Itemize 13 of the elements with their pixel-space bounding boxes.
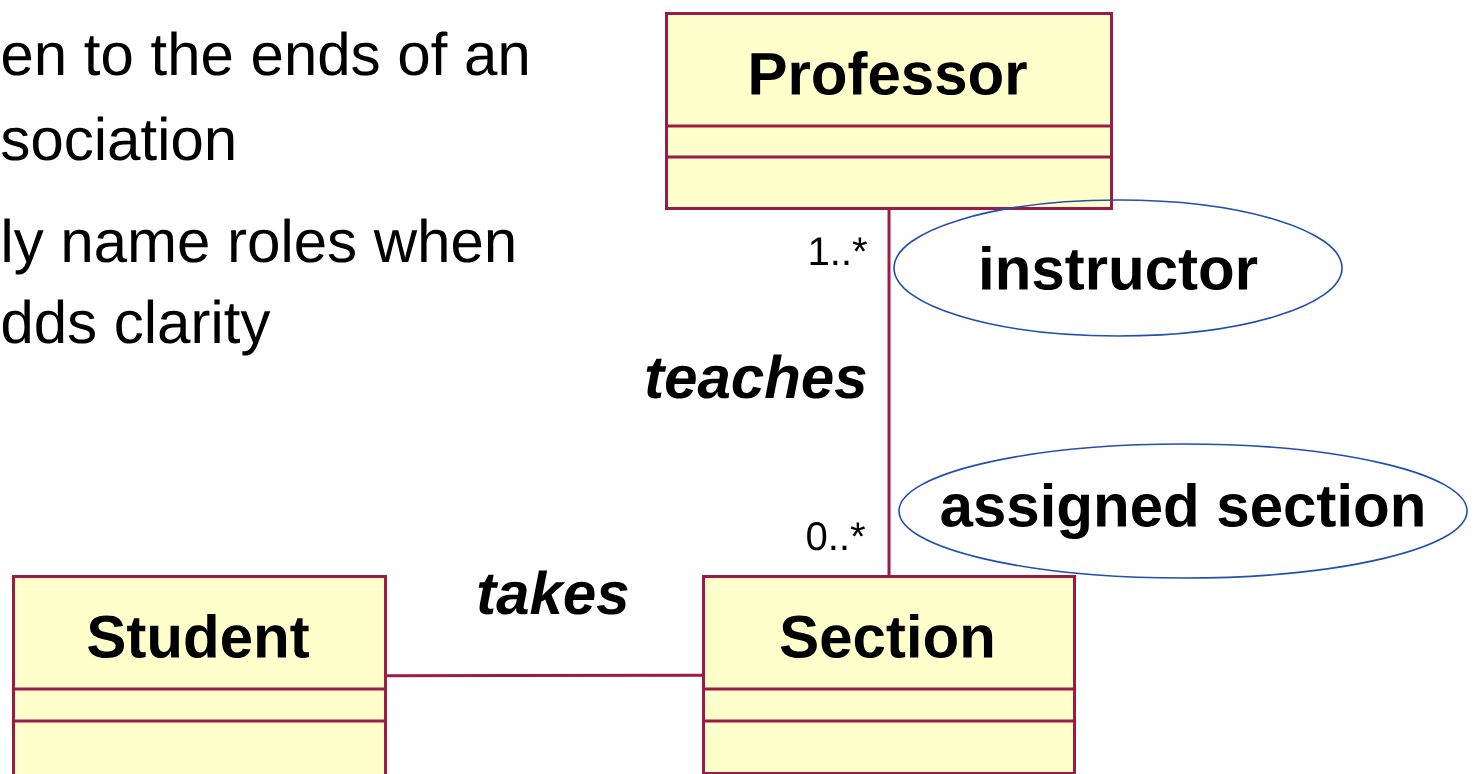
body-text: sociation [2,116,234,161]
class-box: Professor [665,12,1113,210]
body-text: en to the ends of an [2,31,527,76]
class-box: Section [702,575,1076,774]
multiplicity: 0..* [807,522,865,551]
association-name: takes [478,570,628,615]
class-box: Student [12,575,387,774]
association-name: teaches [646,354,866,399]
association-line [887,210,891,575]
body-text: ly name roles when [4,218,514,275]
multiplicity: 1..* [810,237,867,265]
association-line [387,673,702,678]
body-text: dds clarity [2,299,271,356]
